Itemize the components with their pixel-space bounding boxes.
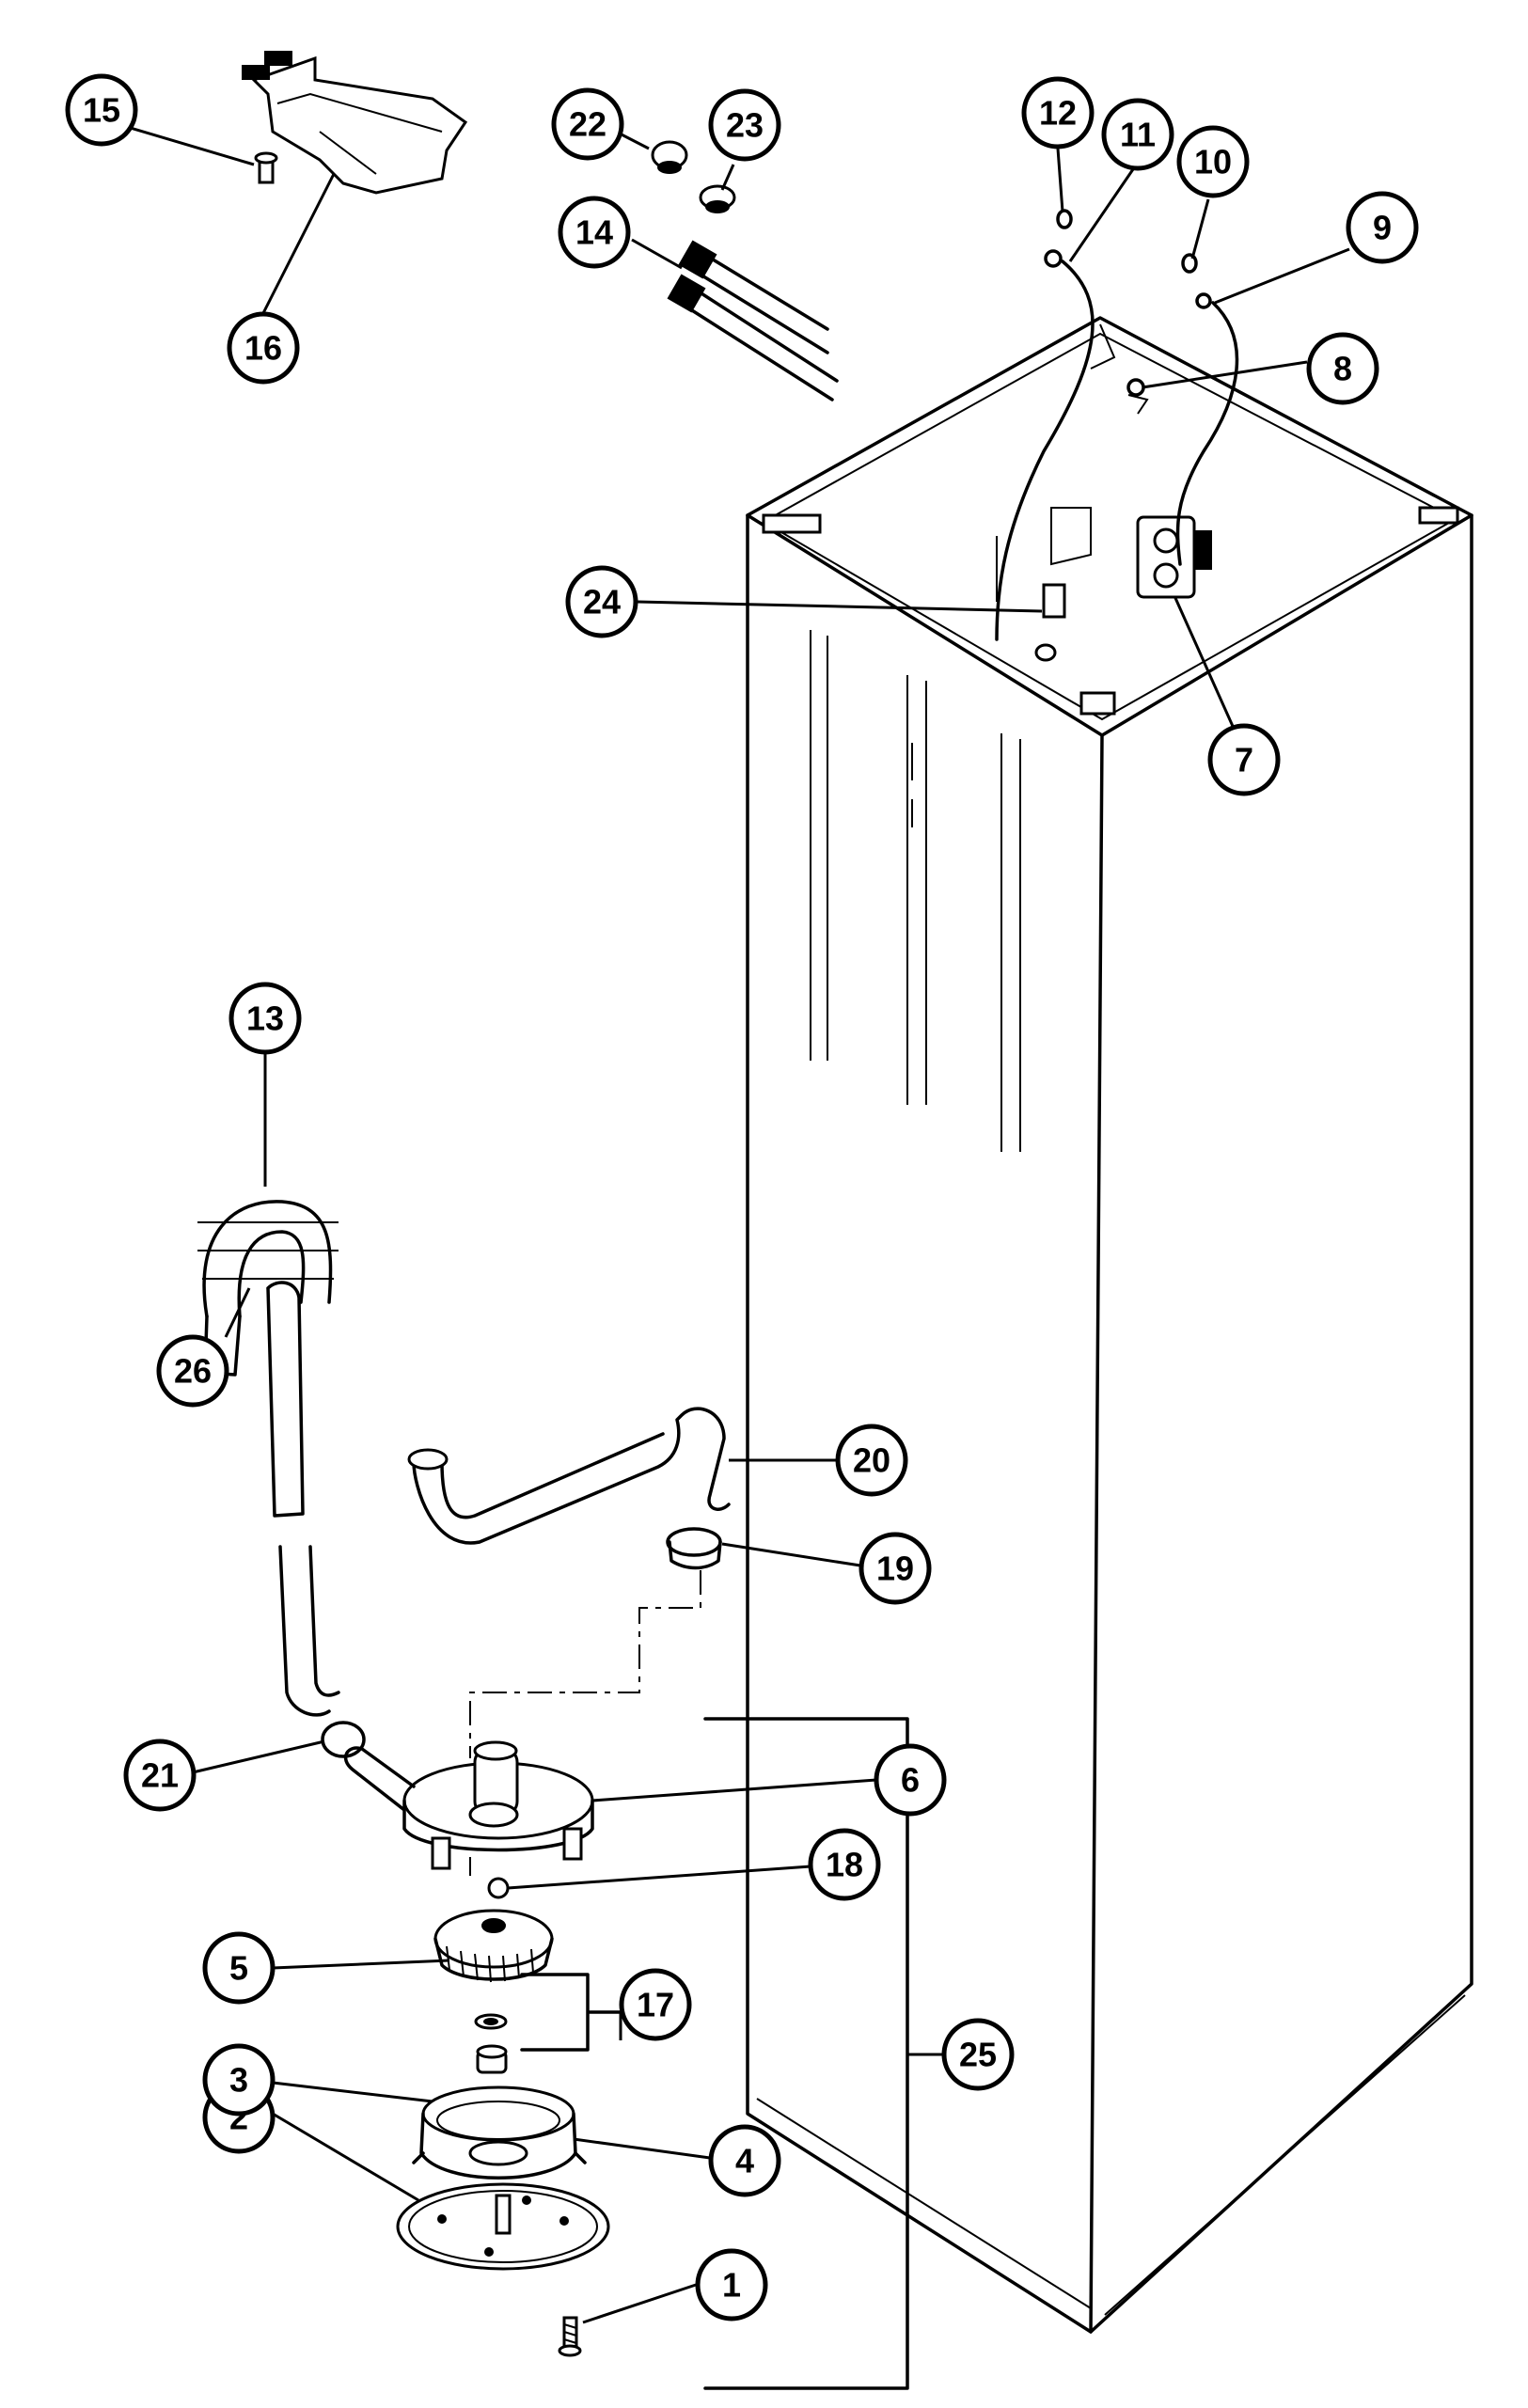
svg-text:10: 10 [1194, 143, 1232, 181]
callout-17: 17 [619, 1968, 692, 2041]
callout-3: 3 [202, 2043, 276, 2117]
callout-15: 15 [65, 73, 138, 147]
screw-1 [558, 2316, 582, 2357]
callout-7: 7 [1207, 723, 1281, 796]
svg-text:21: 21 [141, 1756, 179, 1795]
svg-text:11: 11 [1120, 116, 1156, 154]
pump-cover-2 [396, 2182, 610, 2271]
svg-text:20: 20 [853, 1441, 890, 1480]
clamp-21 [321, 1721, 366, 1758]
svg-text:17: 17 [637, 1986, 674, 2024]
drain-hose [197, 1200, 340, 1717]
svg-text:7: 7 [1235, 741, 1253, 779]
callout-20: 20 [835, 1424, 908, 1497]
svg-text:12: 12 [1039, 94, 1077, 133]
callout-16: 16 [227, 311, 300, 385]
water-valve [1136, 515, 1212, 599]
pump-ring-3-4 [412, 2085, 587, 2180]
svg-text:5: 5 [229, 1949, 248, 1988]
leader-lines [117, 122, 1350, 2324]
washers [651, 140, 736, 213]
console-bracket [242, 51, 468, 195]
callout-26: 26 [156, 1334, 229, 1408]
svg-text:4: 4 [735, 2142, 754, 2180]
callout-4: 4 [708, 2124, 781, 2197]
callout-22: 22 [551, 87, 624, 161]
callout-25: 25 [941, 2018, 1015, 2091]
hose-centerline [469, 1570, 701, 1758]
svg-text:13: 13 [246, 999, 284, 1038]
svg-text:14: 14 [575, 213, 613, 252]
callout-13: 13 [228, 982, 302, 1055]
callout-18: 18 [808, 1828, 881, 1901]
callout-9: 9 [1346, 191, 1419, 264]
svg-text:22: 22 [569, 105, 606, 144]
seal-18 [487, 1877, 510, 1899]
callout-19: 19 [859, 1532, 932, 1605]
callout-10: 10 [1176, 125, 1250, 198]
callout-24: 24 [565, 565, 638, 638]
callout-21: 21 [123, 1739, 197, 1812]
svg-text:9: 9 [1373, 209, 1392, 247]
svg-text:8: 8 [1333, 350, 1352, 388]
callout-5: 5 [202, 1931, 276, 2005]
bracket-17 [520, 1973, 622, 2052]
callout-1: 1 [695, 2248, 768, 2321]
callout-14: 14 [558, 196, 631, 269]
screw-15 [254, 151, 278, 184]
seal-kit-17 [474, 2013, 508, 2074]
pump-hose [407, 1407, 731, 1570]
svg-text:15: 15 [83, 91, 120, 130]
cabinet [746, 209, 1473, 2334]
callout-6: 6 [874, 1743, 947, 1817]
svg-text:24: 24 [583, 583, 621, 622]
inlet-hoses [667, 240, 839, 401]
callout-23: 23 [708, 88, 781, 162]
callout-11: 11 [1101, 98, 1174, 171]
callout-8: 8 [1306, 332, 1379, 405]
svg-text:18: 18 [826, 1846, 863, 1884]
svg-text:16: 16 [244, 329, 282, 368]
pump-body-6 [343, 1740, 594, 1876]
svg-text:3: 3 [229, 2061, 248, 2100]
callout-12: 12 [1021, 76, 1095, 150]
svg-text:25: 25 [959, 2036, 997, 2074]
impeller-5 [433, 1909, 554, 1983]
svg-text:19: 19 [876, 1550, 914, 1588]
svg-text:23: 23 [726, 106, 764, 145]
svg-text:26: 26 [174, 1352, 212, 1391]
svg-text:6: 6 [901, 1761, 920, 1800]
svg-text:1: 1 [722, 2266, 741, 2305]
